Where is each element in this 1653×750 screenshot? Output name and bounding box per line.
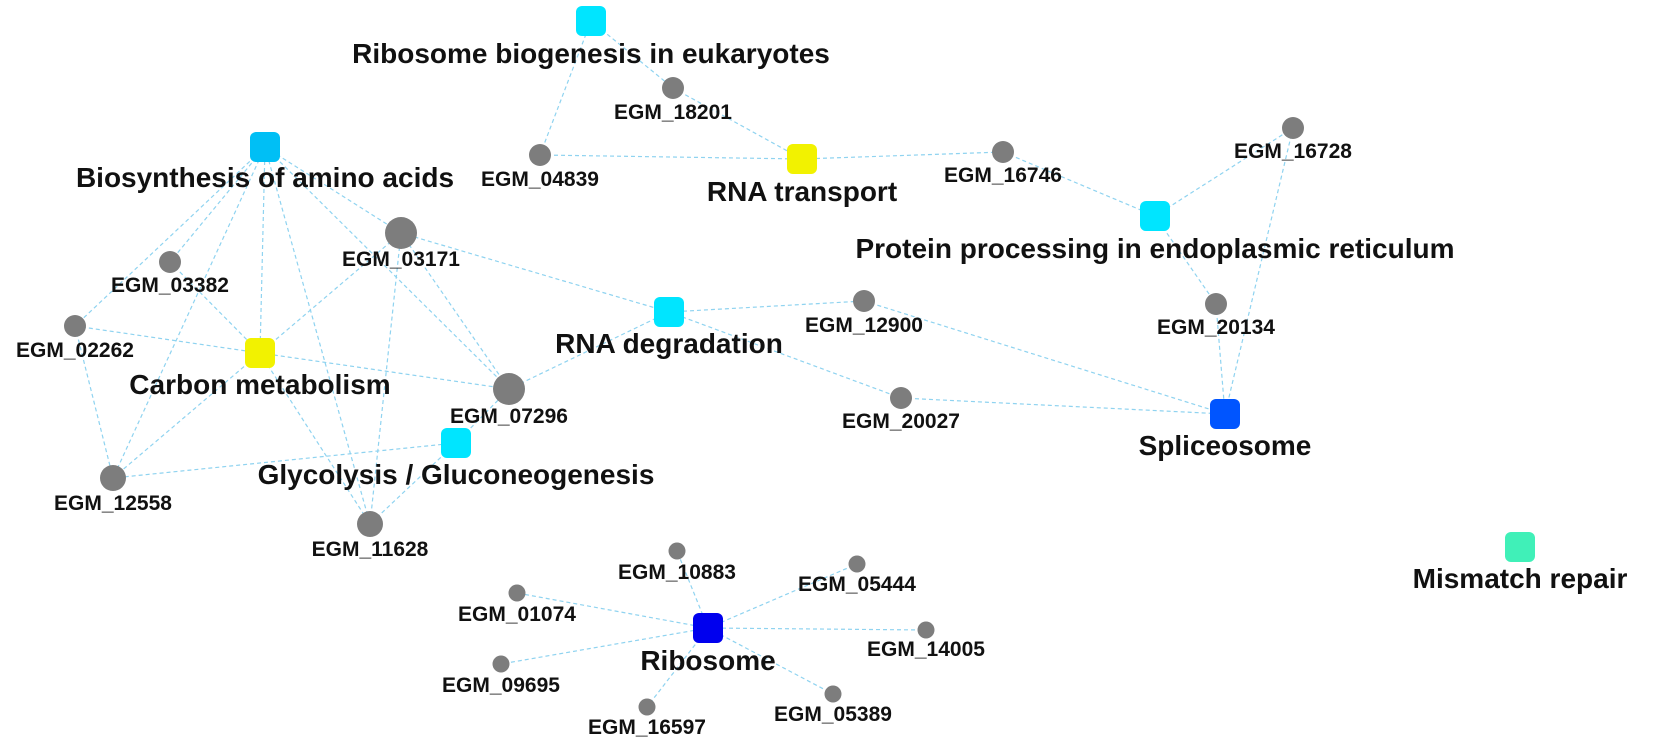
gene-label-g16746: EGM_16746 bbox=[944, 164, 1062, 187]
edge-g20027-spliceosome bbox=[900, 397, 1226, 415]
gene-label-g10883: EGM_10883 bbox=[618, 561, 736, 584]
edge-ribo_bio-g04839 bbox=[539, 20, 592, 156]
edge-rna_deg-g12900 bbox=[668, 300, 865, 313]
pathway-label-ribo_bio: Ribosome biogenesis in eukaryotes bbox=[352, 38, 830, 69]
edge-g18201-rna_transport bbox=[672, 87, 803, 160]
gene-label-g02262: EGM_02262 bbox=[16, 339, 134, 362]
edge-rna_deg-g07296 bbox=[508, 311, 670, 390]
gene-node-g10883[interactable] bbox=[668, 542, 686, 560]
edge-g04839-rna_transport bbox=[539, 154, 803, 160]
gene-node-g05444[interactable] bbox=[848, 555, 866, 573]
pathway-node-aa_bio[interactable] bbox=[250, 132, 280, 162]
gene-label-g16597: EGM_16597 bbox=[588, 716, 706, 739]
edge-aa_bio-g07296 bbox=[264, 146, 510, 390]
gene-node-g07296[interactable] bbox=[493, 373, 525, 405]
gene-node-g12900[interactable] bbox=[853, 290, 875, 312]
edge-g03171-rna_deg bbox=[400, 232, 670, 313]
gene-node-g16728[interactable] bbox=[1282, 117, 1304, 139]
gene-node-g16597[interactable] bbox=[638, 698, 656, 716]
gene-label-g14005: EGM_14005 bbox=[867, 638, 985, 661]
gene-label-g20134: EGM_20134 bbox=[1157, 316, 1275, 339]
gene-label-g12558: EGM_12558 bbox=[54, 492, 172, 515]
pathway-node-ribo_bio[interactable] bbox=[576, 6, 606, 36]
pathway-node-rna_deg[interactable] bbox=[654, 297, 684, 327]
gene-label-g03171: EGM_03171 bbox=[342, 248, 460, 271]
edge-g03171-g07296 bbox=[400, 232, 510, 390]
gene-label-g16728: EGM_16728 bbox=[1234, 140, 1352, 163]
gene-label-g04839: EGM_04839 bbox=[481, 168, 599, 191]
gene-node-g09695[interactable] bbox=[492, 655, 510, 673]
gene-label-g05444: EGM_05444 bbox=[798, 573, 916, 596]
gene-label-g07296: EGM_07296 bbox=[450, 405, 568, 428]
gene-label-g01074: EGM_01074 bbox=[458, 603, 576, 626]
edge-g20134-spliceosome bbox=[1215, 303, 1226, 415]
edge-rna_transport-g16746 bbox=[801, 151, 1004, 160]
pathway-node-protein_er[interactable] bbox=[1140, 201, 1170, 231]
edge-aa_bio-carbon bbox=[259, 146, 266, 354]
gene-node-g03382[interactable] bbox=[159, 251, 181, 273]
edge-ribosome-g05389 bbox=[707, 627, 834, 695]
pathway-node-mismatch[interactable] bbox=[1505, 532, 1535, 562]
gene-label-g11628: EGM_11628 bbox=[312, 538, 429, 561]
gene-node-g02262[interactable] bbox=[64, 315, 86, 337]
edge-ribosome-g09695 bbox=[500, 627, 709, 665]
gene-label-g20027: EGM_20027 bbox=[842, 410, 960, 433]
pathway-label-glyco: Glycolysis / Gluconeogenesis bbox=[258, 459, 655, 490]
pathway-node-glyco[interactable] bbox=[441, 428, 471, 458]
node-layer bbox=[64, 6, 1535, 716]
pathway-label-protein_er: Protein processing in endoplasmic reticu… bbox=[855, 233, 1454, 264]
gene-node-g20027[interactable] bbox=[890, 387, 912, 409]
gene-node-g20134[interactable] bbox=[1205, 293, 1227, 315]
pathway-label-rna_deg: RNA degradation bbox=[555, 328, 783, 359]
pathway-node-rna_transport[interactable] bbox=[787, 144, 817, 174]
edge-glyco-g12558 bbox=[112, 442, 457, 479]
edge-ribosome-g05444 bbox=[707, 563, 858, 629]
edge-g03382-carbon bbox=[169, 261, 261, 354]
edge-rna_deg-g20027 bbox=[668, 311, 902, 399]
edge-g02262-carbon bbox=[74, 325, 261, 354]
edge-aa_bio-g02262 bbox=[74, 146, 266, 327]
edge-protein_er-g16728 bbox=[1154, 127, 1294, 217]
gene-node-g16746[interactable] bbox=[992, 141, 1014, 163]
edge-ribosome-g14005 bbox=[707, 627, 927, 631]
edge-aa_bio-g11628 bbox=[264, 146, 371, 525]
gene-node-g18201[interactable] bbox=[662, 77, 684, 99]
pathway-label-spliceosome: Spliceosome bbox=[1139, 430, 1312, 461]
gene-label-g03382: EGM_03382 bbox=[111, 274, 229, 297]
gene-label-g18201: EGM_18201 bbox=[614, 101, 732, 124]
gene-node-g11628[interactable] bbox=[357, 511, 383, 537]
edge-carbon-g03171 bbox=[259, 232, 402, 354]
edge-g12900-spliceosome bbox=[863, 300, 1226, 415]
pathway-node-carbon[interactable] bbox=[245, 338, 275, 368]
gene-label-g12900: EGM_12900 bbox=[805, 314, 923, 337]
edge-glyco-g11628 bbox=[369, 442, 457, 525]
gene-label-g05389: EGM_05389 bbox=[774, 703, 892, 726]
gene-node-g03171[interactable] bbox=[385, 217, 417, 249]
gene-node-g14005[interactable] bbox=[917, 621, 935, 639]
label-layer: Ribosome biogenesis in eukaryotesBiosynt… bbox=[16, 38, 1627, 739]
pathway-label-mismatch: Mismatch repair bbox=[1413, 563, 1628, 594]
edge-g16728-spliceosome bbox=[1224, 127, 1294, 415]
edge-layer bbox=[74, 20, 1294, 708]
edge-aa_bio-g03382 bbox=[169, 146, 266, 263]
pathway-label-aa_bio: Biosynthesis of amino acids bbox=[76, 162, 454, 193]
edge-g02262-g12558 bbox=[74, 325, 114, 479]
gene-label-g09695: EGM_09695 bbox=[442, 674, 560, 697]
edge-ribosome-g01074 bbox=[516, 592, 709, 629]
gene-node-g12558[interactable] bbox=[100, 465, 126, 491]
gene-node-g01074[interactable] bbox=[508, 584, 526, 602]
pathway-node-spliceosome[interactable] bbox=[1210, 399, 1240, 429]
edge-aa_bio-g03171 bbox=[264, 146, 402, 234]
edge-aa_bio-g12558 bbox=[112, 146, 266, 479]
gene-node-g05389[interactable] bbox=[824, 685, 842, 703]
pathway-label-rna_transport: RNA transport bbox=[707, 176, 897, 207]
pathway-node-ribosome[interactable] bbox=[693, 613, 723, 643]
edge-carbon-g11628 bbox=[259, 352, 371, 525]
pathway-label-ribosome: Ribosome bbox=[640, 645, 775, 676]
pathway-label-carbon: Carbon metabolism bbox=[129, 369, 390, 400]
gene-node-g04839[interactable] bbox=[529, 144, 551, 166]
